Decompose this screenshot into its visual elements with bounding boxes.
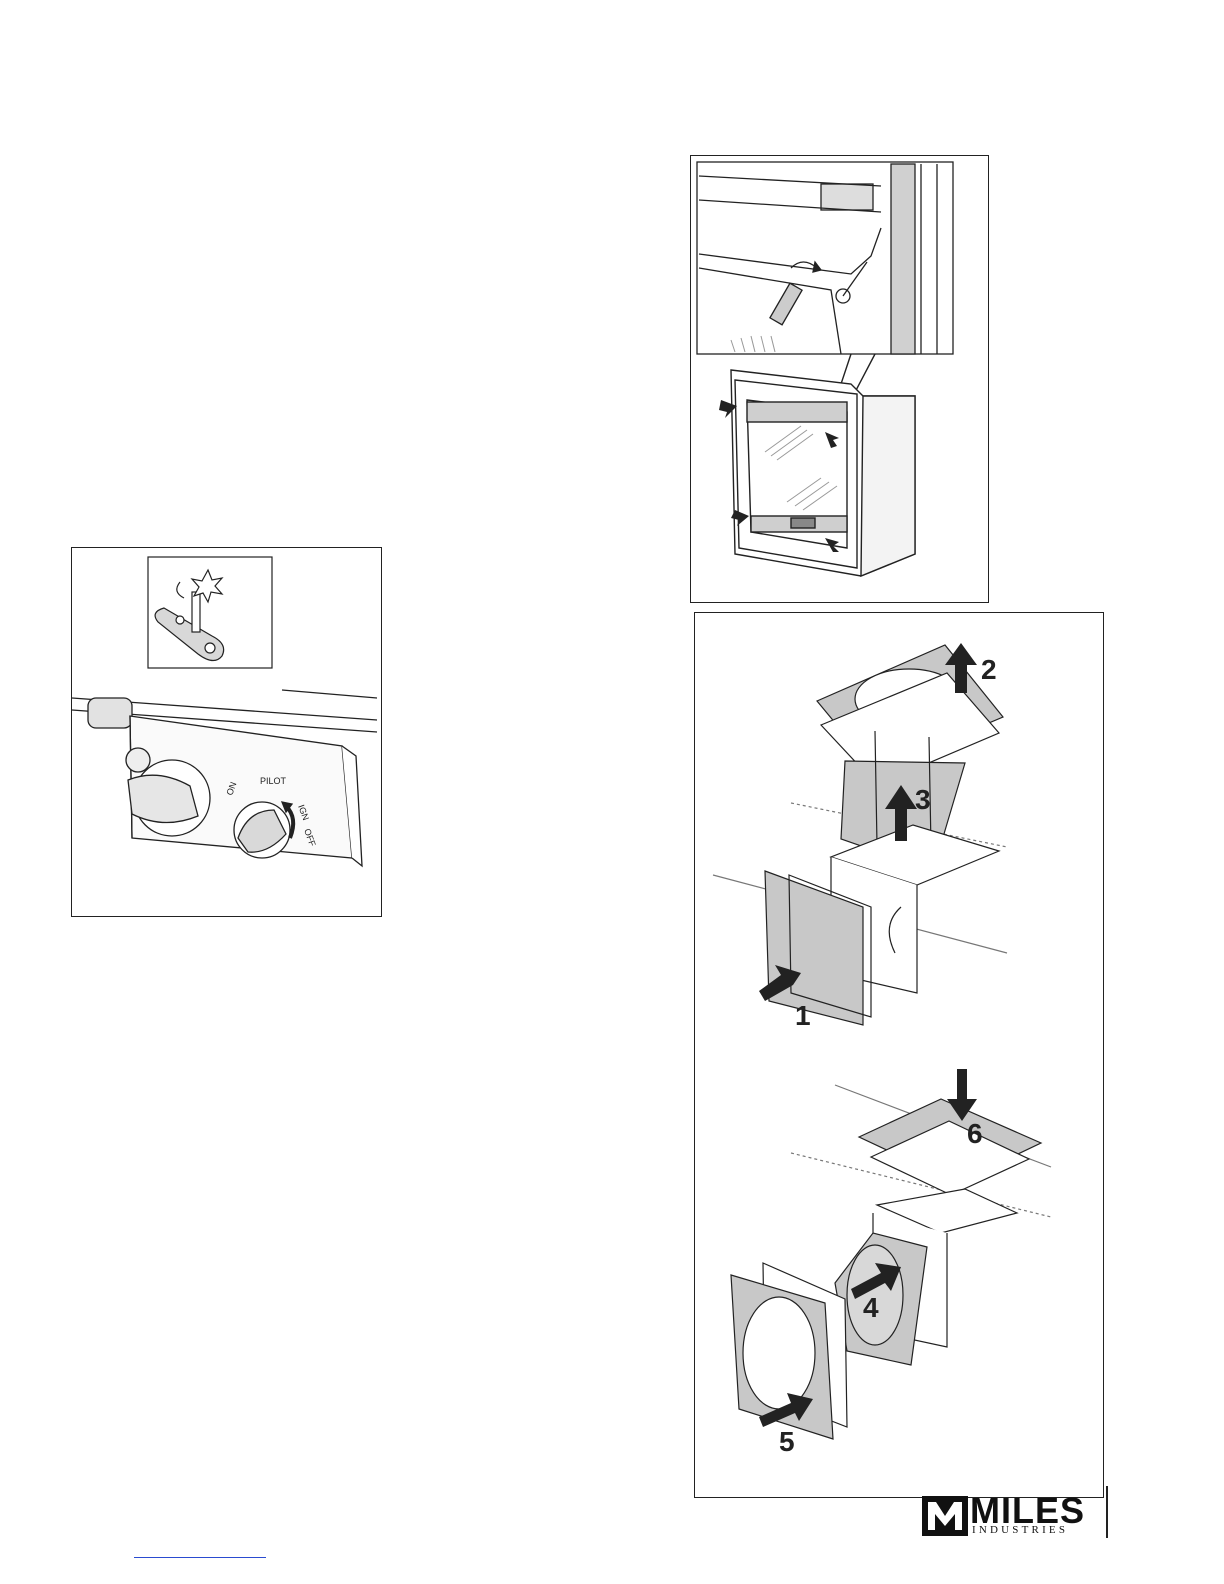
fireplace-unit [731, 354, 915, 576]
fireplace-glass-figure [690, 155, 989, 603]
step-number-3: 3 [915, 784, 931, 815]
gas-valve-body [72, 690, 377, 866]
step-number-1: 1 [795, 1000, 811, 1031]
step-number-5: 5 [779, 1426, 795, 1457]
vent-installation-figure: 2 3 1 6 4 5 [694, 612, 1104, 1498]
step-number-6: 6 [967, 1118, 983, 1149]
vent-assembly-upper [713, 645, 1007, 1025]
logo-subtitle: INDUSTRIES [972, 1524, 1068, 1536]
fireplace-illustration [691, 156, 988, 602]
gas-valve-figure: ON PILOT IGN OFF [71, 547, 382, 917]
step-number-2: 2 [981, 654, 997, 685]
logo-divider [1106, 1486, 1108, 1538]
vent-assembly-illustration: 2 3 1 6 4 5 [695, 613, 1103, 1497]
dial-label-pilot: PILOT [260, 776, 287, 786]
step-number-4: 4 [863, 1292, 879, 1323]
miles-m-logo-icon [922, 1496, 968, 1536]
gas-valve-illustration: ON PILOT IGN OFF [72, 548, 381, 916]
latch-detail-inset [697, 162, 953, 354]
vent-assembly-lower [731, 1085, 1051, 1439]
miles-industries-logo: MILES INDUSTRIES [922, 1496, 1102, 1544]
footer-link-underline[interactable] [134, 1557, 266, 1558]
